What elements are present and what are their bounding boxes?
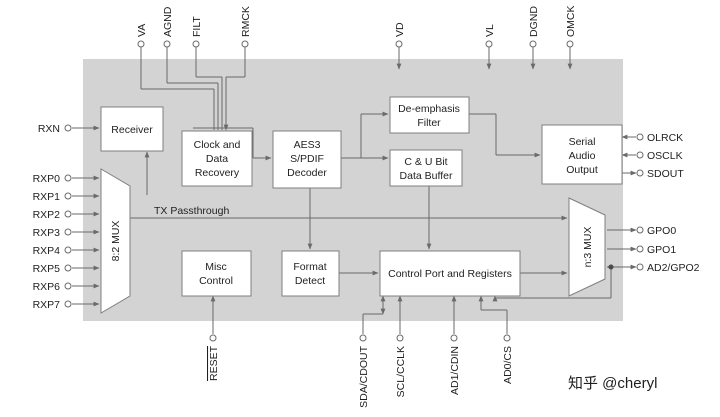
right-pins: OLRCK OSCLK SDOUT GPO0 GPO1 AD2/GPO2	[492, 132, 700, 302]
pin-vl-label: VL	[484, 24, 496, 37]
pin-rxp4-label: RXP4	[33, 245, 61, 257]
pin-ad0-cs-circle	[503, 334, 511, 342]
pin-ad0-cs-label: AD0/CS	[502, 346, 514, 384]
pin-rxp3-label: RXP3	[33, 227, 61, 239]
pin-scl-cclk-circle	[396, 334, 404, 342]
block-output-mux-label: n:3 MUX	[582, 227, 594, 268]
pin-reset-circle	[209, 334, 217, 342]
pin-omck-circle	[566, 40, 574, 48]
pin-gpo0-circle	[636, 226, 644, 234]
pin-olrck-label: OLRCK	[647, 132, 683, 144]
pin-agnd-circle	[163, 40, 171, 48]
pin-dgnd-label: DGND	[528, 6, 540, 37]
pin-sda-cdout-label: SDA/CDOUT	[358, 345, 370, 407]
block-format-line1: Format	[293, 261, 326, 273]
block-serial-line3: Output	[566, 164, 598, 176]
pin-rxp7-circle	[64, 300, 72, 308]
pin-rxp6-label: RXP6	[33, 281, 61, 293]
block-aes3-decoder: AES3 S/PDIF Decoder	[272, 130, 342, 189]
block-receiver-label: Receiver	[111, 124, 153, 136]
block-aes3-line3: Decoder	[287, 167, 327, 179]
pin-gpo1-label: GPO1	[647, 244, 676, 256]
watermark-text: 知乎 @cheryl	[568, 375, 657, 392]
pin-gpo0-label: GPO0	[647, 225, 676, 237]
block-control-port-label: Control Port and Registers	[388, 268, 512, 280]
pin-va-label: VA	[136, 24, 148, 37]
pin-rxp2-label: RXP2	[33, 209, 61, 221]
top-pins: VA AGND FILT RMCK VD VL DGND OMCK	[136, 6, 577, 131]
pin-agnd-label: AGND	[162, 6, 174, 37]
pin-osclk-circle	[636, 151, 644, 159]
pin-rxp0-label: RXP0	[33, 173, 61, 185]
block-de-emphasis-filter: De-emphasis Filter	[389, 96, 470, 134]
pin-rxp7-label: RXP7	[33, 299, 61, 311]
block-clock-recovery-line2: Data	[206, 153, 228, 165]
block-clock-recovery-line3: Recovery	[195, 167, 240, 179]
pin-rmck-circle	[241, 40, 249, 48]
pin-rxp5-label: RXP5	[33, 263, 61, 275]
pin-vl-circle	[485, 40, 493, 48]
block-output-mux: n:3 MUX	[568, 197, 606, 297]
pin-va-circle	[137, 40, 145, 48]
pin-sdout-label: SDOUT	[647, 168, 684, 180]
pin-sda-cdout-circle	[359, 334, 367, 342]
pin-rxp0-circle	[64, 174, 72, 182]
pin-rxn-circle	[64, 124, 72, 132]
block-cu-line2: Data Buffer	[400, 170, 453, 182]
pin-rxp5-circle	[64, 264, 72, 272]
pin-sdout-circle	[636, 169, 644, 177]
pin-filt-label: FILT	[191, 16, 203, 37]
block-receiver: Receiver	[100, 106, 164, 152]
block-serial-line1: Serial	[569, 136, 596, 148]
chip-body	[83, 59, 623, 321]
block-serial-line2: Audio	[569, 150, 596, 162]
pin-rxp2-circle	[64, 210, 72, 218]
pin-reset-label: RESET	[208, 345, 220, 381]
block-misc-line1: Misc	[205, 261, 227, 273]
block-format-line2: Detect	[295, 275, 325, 287]
left-pins: RXN RXP0 RXP1 RXP2 RXP3 RXP4 RXP5 RXP6 R…	[33, 123, 100, 311]
pin-scl-cclk-label: SCL/CCLK	[395, 346, 407, 397]
block-de-emphasis-line2: Filter	[417, 117, 441, 129]
tx-passthrough-label: TX Passthrough	[154, 205, 229, 217]
block-aes3-line1: AES3	[294, 139, 321, 151]
pin-vd-label: VD	[394, 22, 406, 37]
pin-ad2-gpo2-label: AD2/GPO2	[647, 262, 700, 274]
block-format-detect: Format Detect	[281, 250, 340, 297]
pin-ad2-gpo2-circle	[636, 263, 644, 271]
block-clock-recovery: Clock and Data Recovery	[181, 130, 253, 187]
block-cu-line1: C & U Bit	[404, 156, 447, 168]
pin-gpo1-circle	[636, 245, 644, 253]
block-de-emphasis-line1: De-emphasis	[398, 103, 460, 115]
block-input-mux: 8:2 MUX	[100, 168, 131, 314]
pin-osclk-label: OSCLK	[647, 150, 683, 162]
block-control-port: Control Port and Registers	[379, 250, 521, 297]
pin-omck-label: OMCK	[565, 6, 577, 38]
pin-rxn-label: RXN	[38, 123, 60, 135]
block-clock-recovery-line1: Clock and	[194, 139, 241, 151]
pin-rmck-label: RMCK	[240, 6, 252, 37]
bottom-pins: RESET SDA/CDOUT SCL/CCLK AD1/CDIN AD0/CS	[208, 295, 514, 408]
pin-olrck-circle	[636, 133, 644, 141]
pin-filt-circle	[192, 40, 200, 48]
block-serial-audio-output: Serial Audio Output	[541, 124, 623, 185]
pin-ad1-cdin-circle	[450, 334, 458, 342]
block-cu-bit-buffer: C & U Bit Data Buffer	[389, 149, 463, 187]
block-misc-line2: Control	[199, 275, 233, 287]
pin-dgnd-circle	[529, 40, 537, 48]
block-misc-control: Misc Control	[181, 250, 252, 297]
pin-rxp3-circle	[64, 228, 72, 236]
pin-rxp1-circle	[64, 192, 72, 200]
pin-rxp1-label: RXP1	[33, 191, 61, 203]
block-aes3-line2: S/PDIF	[290, 153, 324, 165]
pin-rxp6-circle	[64, 282, 72, 290]
pin-ad1-cdin-label: AD1/CDIN	[449, 346, 461, 395]
pin-rxp4-circle	[64, 246, 72, 254]
internal-wires	[130, 111, 568, 276]
pin-vd-circle	[395, 40, 403, 48]
ad2-junction-dot	[608, 264, 614, 270]
block-input-mux-label: 8:2 MUX	[110, 221, 122, 262]
